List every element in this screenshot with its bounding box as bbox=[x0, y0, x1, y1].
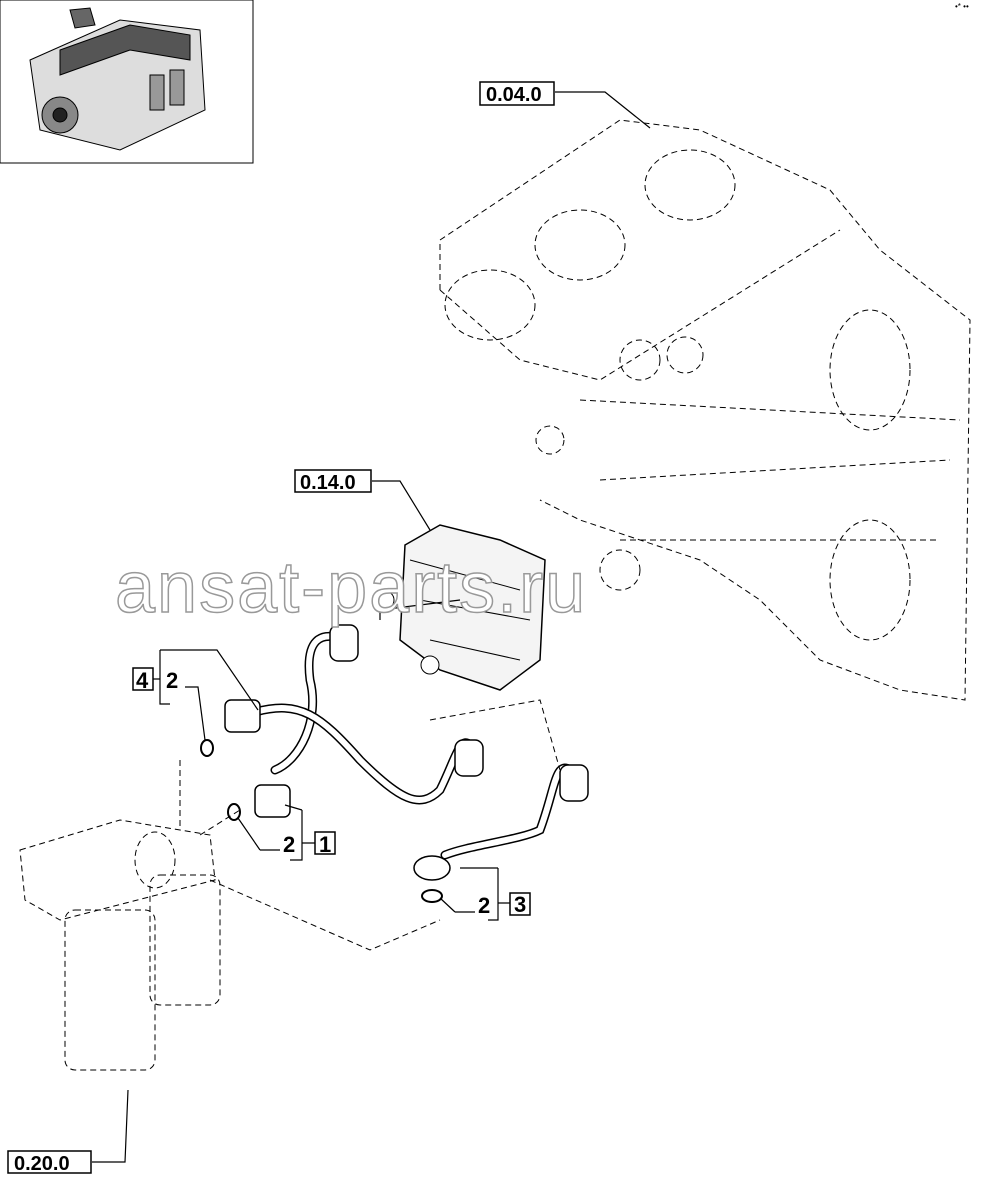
injection-pump bbox=[375, 524, 546, 691]
callout-qty: 3 bbox=[514, 892, 526, 917]
ref-pump-label: 0.14.0 bbox=[300, 472, 356, 494]
ref-filter[interactable]: 0.20.0 bbox=[7, 1089, 129, 1175]
callout-part: 2 bbox=[283, 832, 295, 857]
ref-block[interactable]: 0.04.0 bbox=[479, 81, 651, 129]
pipe-fittings bbox=[224, 624, 589, 881]
callout-part: 2 bbox=[166, 668, 178, 693]
hidden-line bbox=[429, 699, 561, 771]
ref-pump[interactable]: 0.14.0 bbox=[294, 469, 431, 531]
fuel-filter-assembly bbox=[19, 760, 441, 1071]
engine-icon bbox=[29, 7, 206, 151]
callout-4[interactable]: 4 2 bbox=[132, 649, 259, 741]
callout-part: 2 bbox=[478, 893, 490, 918]
fuel-pipe-1 bbox=[270, 631, 350, 775]
ref-filter-label: 0.20.0 bbox=[14, 1153, 70, 1175]
callout-qty: 1 bbox=[319, 832, 331, 857]
watermark: ansat-parts.ru bbox=[115, 548, 587, 628]
ref-block-label: 0.04.0 bbox=[486, 84, 542, 106]
callout-1[interactable]: 2 1 bbox=[237, 804, 336, 861]
callout-3[interactable]: 2 3 bbox=[439, 867, 531, 921]
engine-block-outline bbox=[439, 119, 971, 701]
corner-mark: •* •• bbox=[955, 2, 969, 11]
callout-qty: 4 bbox=[136, 668, 149, 693]
fuel-pipe-3 bbox=[440, 763, 575, 860]
engine-thumbnail[interactable] bbox=[0, 0, 254, 164]
o-rings bbox=[200, 739, 443, 903]
